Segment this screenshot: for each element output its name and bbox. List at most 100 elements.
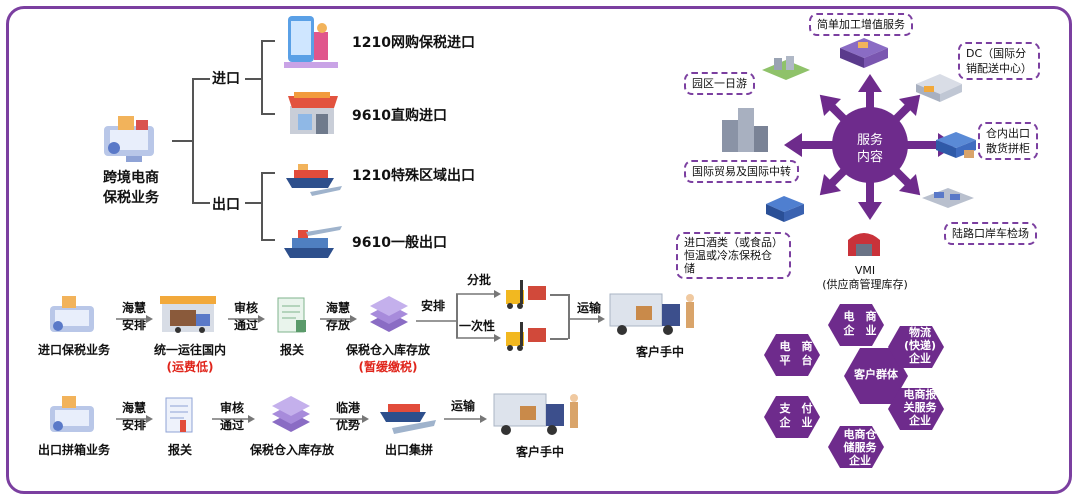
import-step3-label: 报关	[279, 343, 304, 357]
store-icon	[288, 92, 338, 134]
service-dc-line1: DC（国际分	[966, 47, 1027, 60]
arrow-label: 海慧 安排	[116, 400, 152, 434]
arrow-right-icon	[228, 315, 265, 323]
tree-connector	[172, 140, 192, 142]
tree-connector	[261, 113, 275, 115]
leaf-label: 9610一般出口	[352, 235, 447, 251]
hex-top	[828, 304, 884, 346]
leaf-label: 1210特殊区域出口	[352, 168, 475, 184]
arrow-label-bottom: 安排	[121, 418, 146, 432]
warehouse-stack-icon	[272, 396, 310, 432]
arrow-label: 审核 通过	[214, 400, 250, 434]
arrow-label: 运输	[450, 399, 475, 413]
hex-top-label: 电 商 企 业	[828, 310, 892, 338]
service-warehouse-line2: 散货拼柜	[986, 142, 1030, 155]
import-step4-note: (暂缓缴税)	[358, 360, 418, 374]
arrow-right-icon	[416, 320, 456, 322]
arrow-right-icon	[456, 334, 501, 342]
service-road-box: 陆路口岸车检场	[944, 222, 1037, 245]
arrow-right-icon	[116, 415, 153, 423]
tree-connector	[261, 172, 275, 174]
document-icon	[277, 297, 306, 333]
hex-left-bot-line: 支 付	[779, 402, 813, 415]
export-step2-label: 报关	[167, 443, 192, 457]
delivery-truck-icon	[609, 293, 694, 335]
arrow-label: 审核 通过	[228, 300, 264, 334]
workshop-icon	[840, 38, 888, 68]
forklift-icon	[506, 322, 546, 351]
service-wine-line2: 恒温或冷冻保税仓	[684, 249, 772, 262]
import-step2-note: (运费低)	[166, 360, 214, 374]
hex-right-top-line: 企业	[909, 352, 931, 365]
ecommerce-icon	[50, 296, 94, 332]
hex-right-bot	[888, 388, 944, 430]
tree-connector	[245, 78, 261, 80]
arrow-right-icon	[116, 315, 153, 323]
arrow-right-icon	[330, 415, 369, 423]
branch-import-label: 进口	[212, 71, 240, 87]
arrow-label-bottom: 存放	[325, 318, 350, 332]
hex-bottom-label: 电商仓 储服务 企业	[828, 428, 892, 467]
service-top-box: 简单加工增值服务	[809, 13, 913, 36]
hex-right-top-label: 物流 (快递) 企业	[888, 326, 952, 365]
arrow-right-icon	[444, 415, 487, 423]
tree-connector	[245, 202, 261, 204]
hex-right-bot-label: 电商报 关服务 企业	[888, 388, 952, 427]
arrow-label-top: 海慧	[121, 301, 146, 315]
tree-connector	[192, 202, 210, 204]
truck-warehouse-icon	[160, 296, 216, 333]
tree-root-line1: 跨境电商	[103, 170, 159, 186]
tree-root-line2: 保税业务	[103, 190, 159, 206]
leaf-label: 1210网购保税进口	[352, 35, 475, 51]
arrow-label-top: 海慧	[121, 401, 146, 415]
arrow-label: 临港 优势	[330, 400, 366, 434]
service-wine-line1: 进口酒类（或食品）	[684, 236, 783, 249]
hex-left-bot	[764, 396, 820, 438]
arrow-label-top: 审核	[233, 301, 258, 315]
arrow-right-icon	[320, 315, 357, 323]
tree-connector	[192, 78, 194, 202]
cold-storage-icon	[766, 196, 804, 222]
hex-left-top	[764, 334, 820, 376]
hex-bottom-line: 电商仓	[843, 428, 877, 441]
arrow-label: 海慧 安排	[116, 300, 152, 334]
tree-connector	[261, 40, 263, 114]
service-wine-box: 进口酒类（或食品） 恒温或冷冻保税仓 储	[676, 232, 791, 279]
arrow-label-bottom: 通过	[233, 318, 258, 332]
branch-export-label: 出口	[212, 197, 240, 213]
online-shopping-icon	[284, 16, 338, 68]
office-buildings-icon	[722, 108, 768, 152]
hex-right-top-line: 物流	[909, 326, 931, 339]
hex-top-line: 企 业	[843, 324, 877, 337]
import-step4-label: 保税仓入库存放	[345, 343, 430, 357]
vmi-warehouse-icon	[848, 233, 880, 256]
export-end-label: 客户手中	[515, 445, 564, 459]
leaf-label: 9610直购进口	[352, 108, 447, 124]
arrow-label-bottom: 优势	[335, 418, 360, 432]
ship-plane-icon	[284, 226, 342, 258]
vmi-line2: (供应商管理库存)	[822, 278, 908, 291]
service-dc-box: DC（国际分 销配送中心）	[958, 42, 1040, 80]
industrial-park-icon	[762, 56, 810, 80]
arrow-right-icon	[568, 315, 605, 323]
split-connector	[456, 294, 458, 338]
hex-right-top-line: (快递)	[903, 339, 937, 352]
hex-bottom	[828, 426, 884, 468]
arrow-label-top: 审核	[219, 401, 244, 415]
service-wine-line3: 储	[684, 262, 695, 275]
service-park-box: 园区一日游	[684, 72, 755, 95]
ecommerce-icon	[50, 396, 94, 432]
hex-right-bot-line: 电商报	[903, 388, 937, 401]
hex-center	[844, 348, 908, 404]
arrow-label: 运输	[576, 301, 601, 315]
vmi-line1: VMI	[854, 264, 876, 277]
warehouse-stack-icon	[370, 296, 408, 332]
hex-left-top-line: 电 商	[779, 340, 813, 353]
distribution-center-icon	[916, 74, 962, 102]
ship-plane-icon	[380, 404, 436, 434]
service-warehouse-box: 仓内出口 散货拼柜	[978, 122, 1038, 160]
hex-left-top-line: 平 台	[779, 354, 813, 367]
hex-left-top-label: 电 商 平 台	[764, 340, 828, 368]
tree-connector	[261, 172, 263, 240]
arrow-right-icon	[212, 415, 255, 423]
